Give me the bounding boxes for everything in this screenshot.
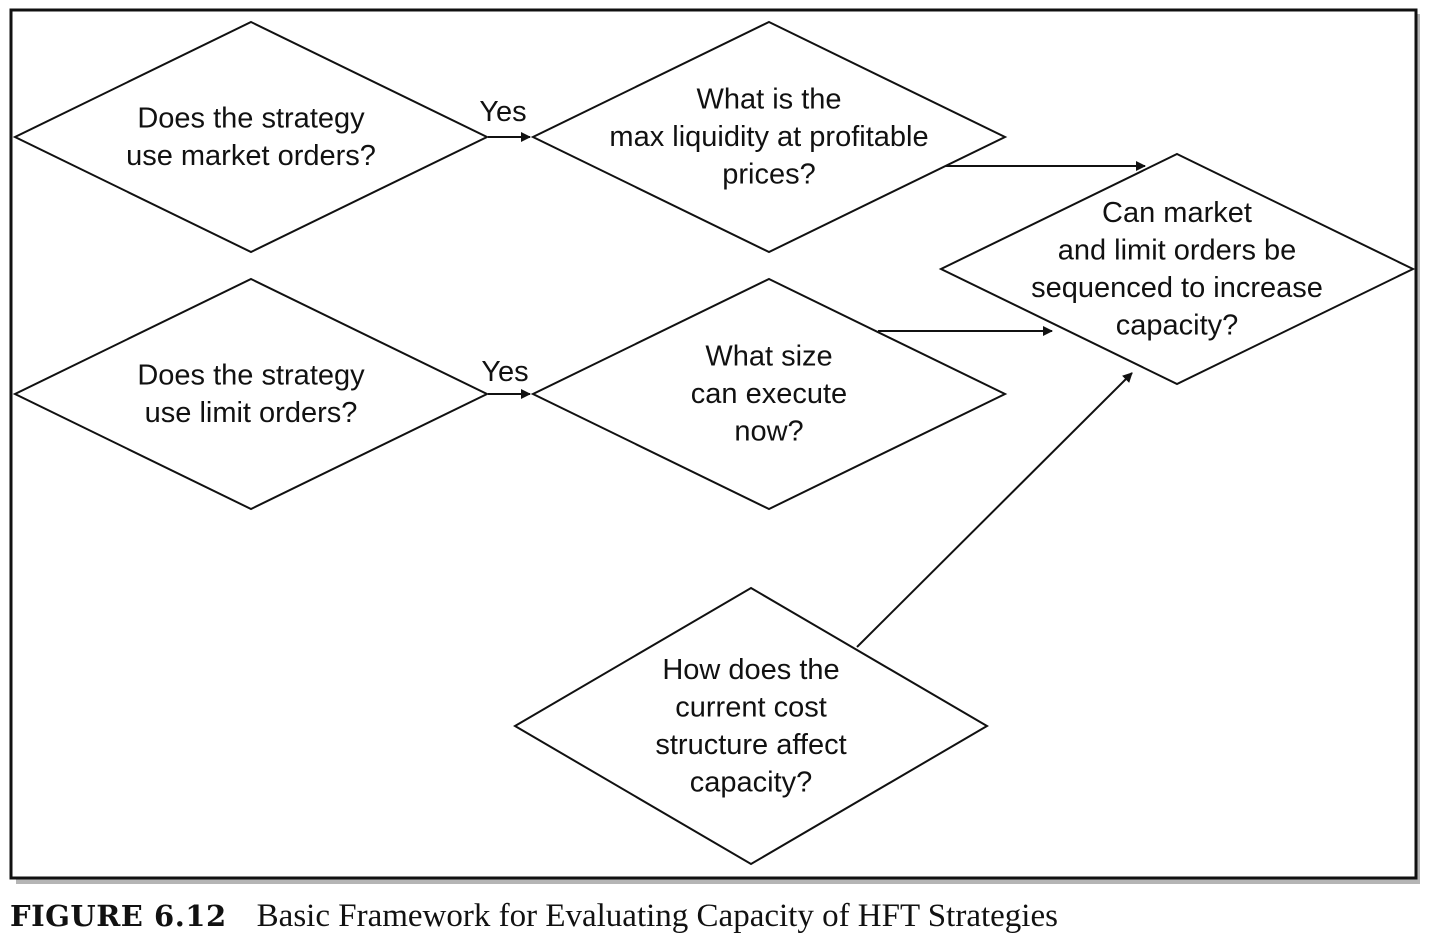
node-text-line: How does the (662, 654, 839, 686)
figure-number: FIGURE 6.12 (10, 899, 227, 933)
decision-node-cost-structure-question: How does the current cost structure affect… (513, 586, 989, 866)
diamond-shape (938, 152, 1416, 386)
node-text-line: and limit orders be (1058, 234, 1297, 266)
node-text-line: use market orders? (126, 140, 376, 172)
diamond-shape (12, 277, 490, 511)
node-text-line: Does the strategy (137, 359, 365, 391)
node-text-line: Can market (1102, 197, 1252, 229)
node-text-line: Does the strategy (137, 102, 365, 134)
node-text-line: current cost (675, 691, 827, 723)
figure-title: Basic Framework for Evaluating Capacity … (256, 898, 1058, 934)
decision-node-limit-orders-question: Does the strategy use limit orders? (12, 277, 490, 511)
node-text-line: capacity? (1116, 309, 1239, 341)
node-text-line: now? (734, 416, 803, 448)
nodes-layer: Does the strategy use market orders? What … (12, 20, 1416, 866)
node-text-line: What size (705, 341, 832, 373)
node-text-line: can execute (691, 378, 847, 410)
decision-node-sequencing-question: Can market and limit orders be sequenced t… (938, 152, 1416, 386)
node-text-line: sequenced to increase (1031, 272, 1323, 304)
node-text-line: capacity? (690, 766, 813, 798)
node-text-line: max liquidity at profitable (609, 121, 928, 153)
decision-node-market-orders-question: Does the strategy use market orders? (12, 20, 490, 254)
diamond-shape (530, 277, 1008, 511)
diamond-shape (530, 20, 1008, 254)
diamond-shape (513, 586, 989, 866)
edge-label-yes: Yes (479, 96, 526, 128)
figure-caption: FIGURE 6.12 Basic Framework for Evaluatin… (10, 898, 1058, 942)
arrow-cost-structure-question-to-sequencing-question (856, 372, 1133, 648)
node-text-line: What is the (696, 84, 841, 116)
node-text-line: structure affect (655, 729, 846, 761)
decision-node-execute-size-question: What size can execute now? (530, 277, 1008, 511)
diamond-shape (12, 20, 490, 254)
decision-node-max-liquidity-question: What is the max liquidity at profitable pr… (530, 20, 1008, 254)
edge-label-yes: Yes (481, 356, 528, 388)
node-text-line: use limit orders? (145, 397, 358, 429)
edges-layer (488, 132, 1146, 648)
flowchart-diagram: Does the strategy use market orders? What … (9, 8, 1420, 884)
node-text-line: prices? (722, 159, 816, 191)
